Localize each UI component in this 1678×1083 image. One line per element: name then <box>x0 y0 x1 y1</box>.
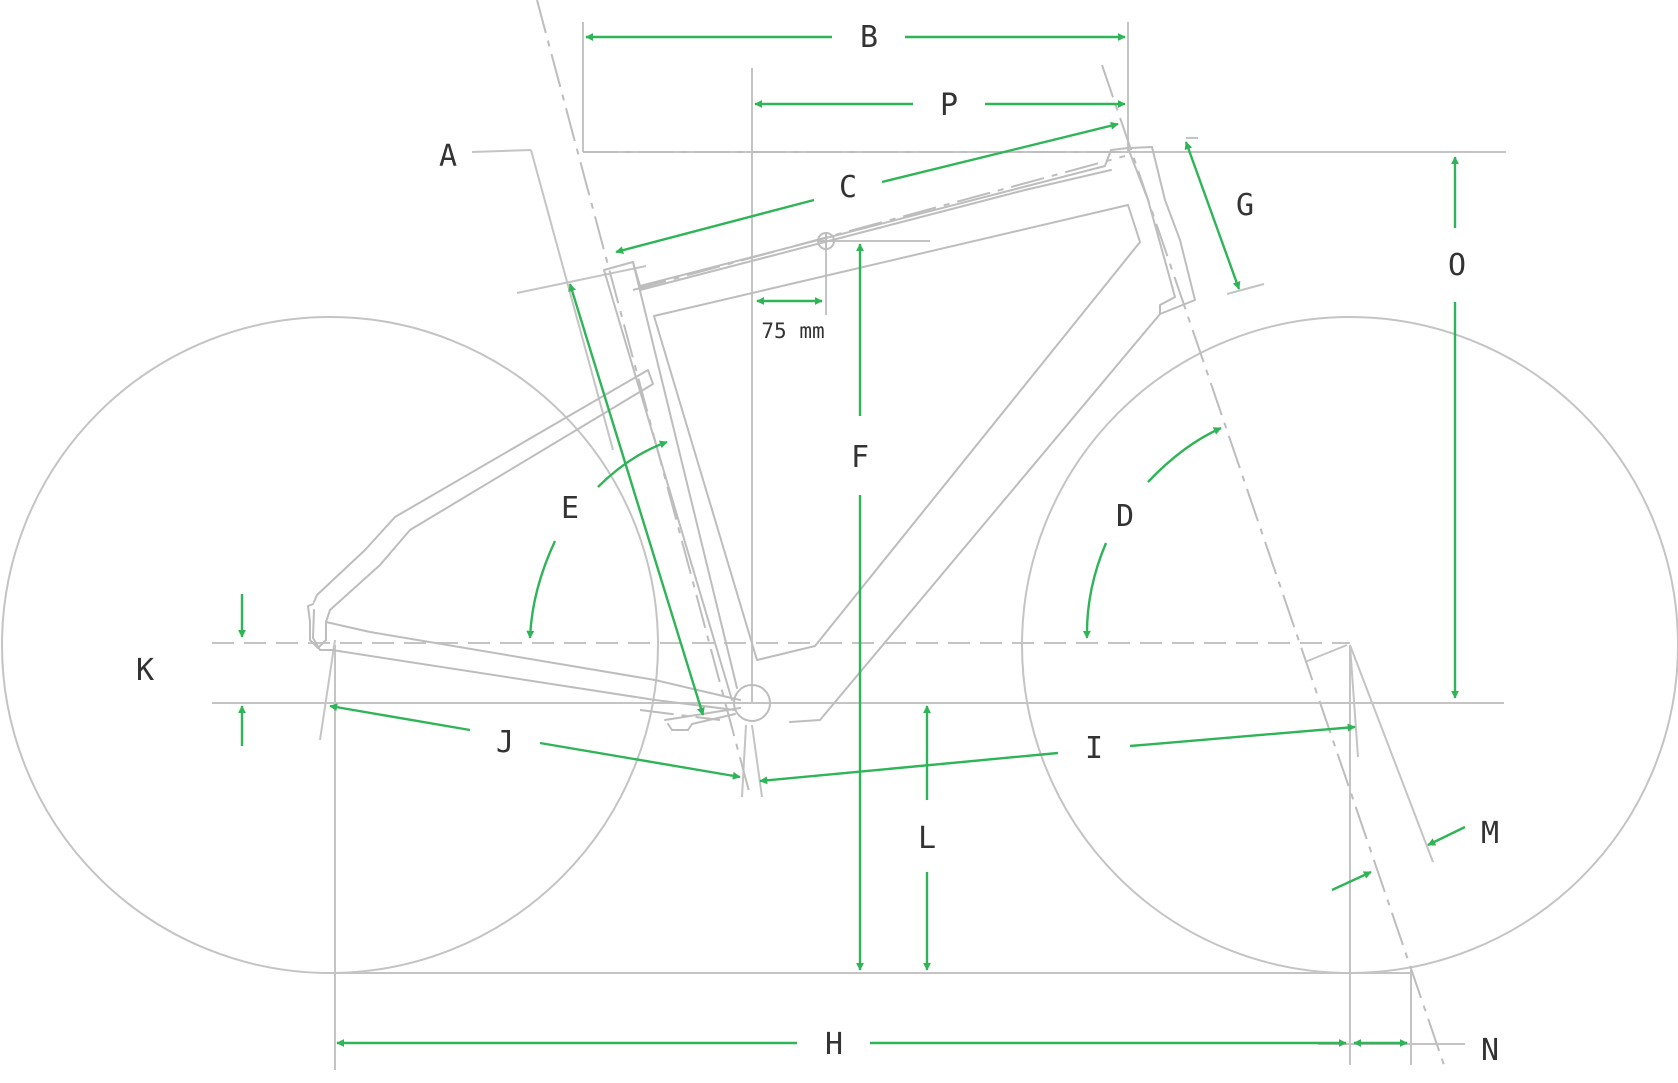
rear-wheel <box>1 316 659 974</box>
label-f: F <box>851 440 869 475</box>
arrow-m <box>1427 825 1466 847</box>
label-j: J <box>496 725 514 760</box>
label-d: D <box>1116 499 1134 534</box>
arrow-i-right <box>1129 723 1356 748</box>
label-k: K <box>136 653 154 688</box>
label-i: I <box>1085 731 1103 766</box>
arrow-i-left <box>759 751 1059 785</box>
label-e: E <box>561 491 579 526</box>
label-h: H <box>825 1027 843 1062</box>
dimension-labels: A B C D E F G H I J K L M N O P 75 mm <box>136 20 1499 1068</box>
label-c: C <box>839 170 857 205</box>
arrow-trail <box>1331 870 1372 892</box>
arrow-d-lower <box>1082 542 1108 639</box>
axis-lines <box>212 0 1446 1069</box>
arrow-c-left <box>615 198 815 255</box>
rear-dropout <box>307 603 327 649</box>
label-g: G <box>1236 188 1254 223</box>
arrow-d-upper <box>1147 426 1222 483</box>
arrow-e-lower <box>526 540 557 639</box>
dimension-arrows <box>238 33 1466 1047</box>
down-tube <box>653 204 1161 723</box>
label-o: O <box>1448 248 1466 283</box>
head-tube <box>1127 146 1196 315</box>
arrow-e-upper <box>597 440 668 488</box>
label-a: A <box>439 139 457 174</box>
label-m: M <box>1481 816 1499 851</box>
label-n: N <box>1481 1033 1499 1068</box>
arrow-j-left <box>329 703 471 732</box>
arrow-c-right <box>881 121 1119 184</box>
top-tube <box>632 147 1129 291</box>
label-75mm: 75 mm <box>761 319 824 343</box>
bottom-bracket <box>733 684 771 722</box>
label-b: B <box>860 20 878 55</box>
arrow-a <box>568 283 705 716</box>
label-p: P <box>940 88 958 123</box>
label-l: L <box>918 821 936 856</box>
arrow-g <box>1184 141 1241 290</box>
arrow-j-right <box>539 741 741 780</box>
